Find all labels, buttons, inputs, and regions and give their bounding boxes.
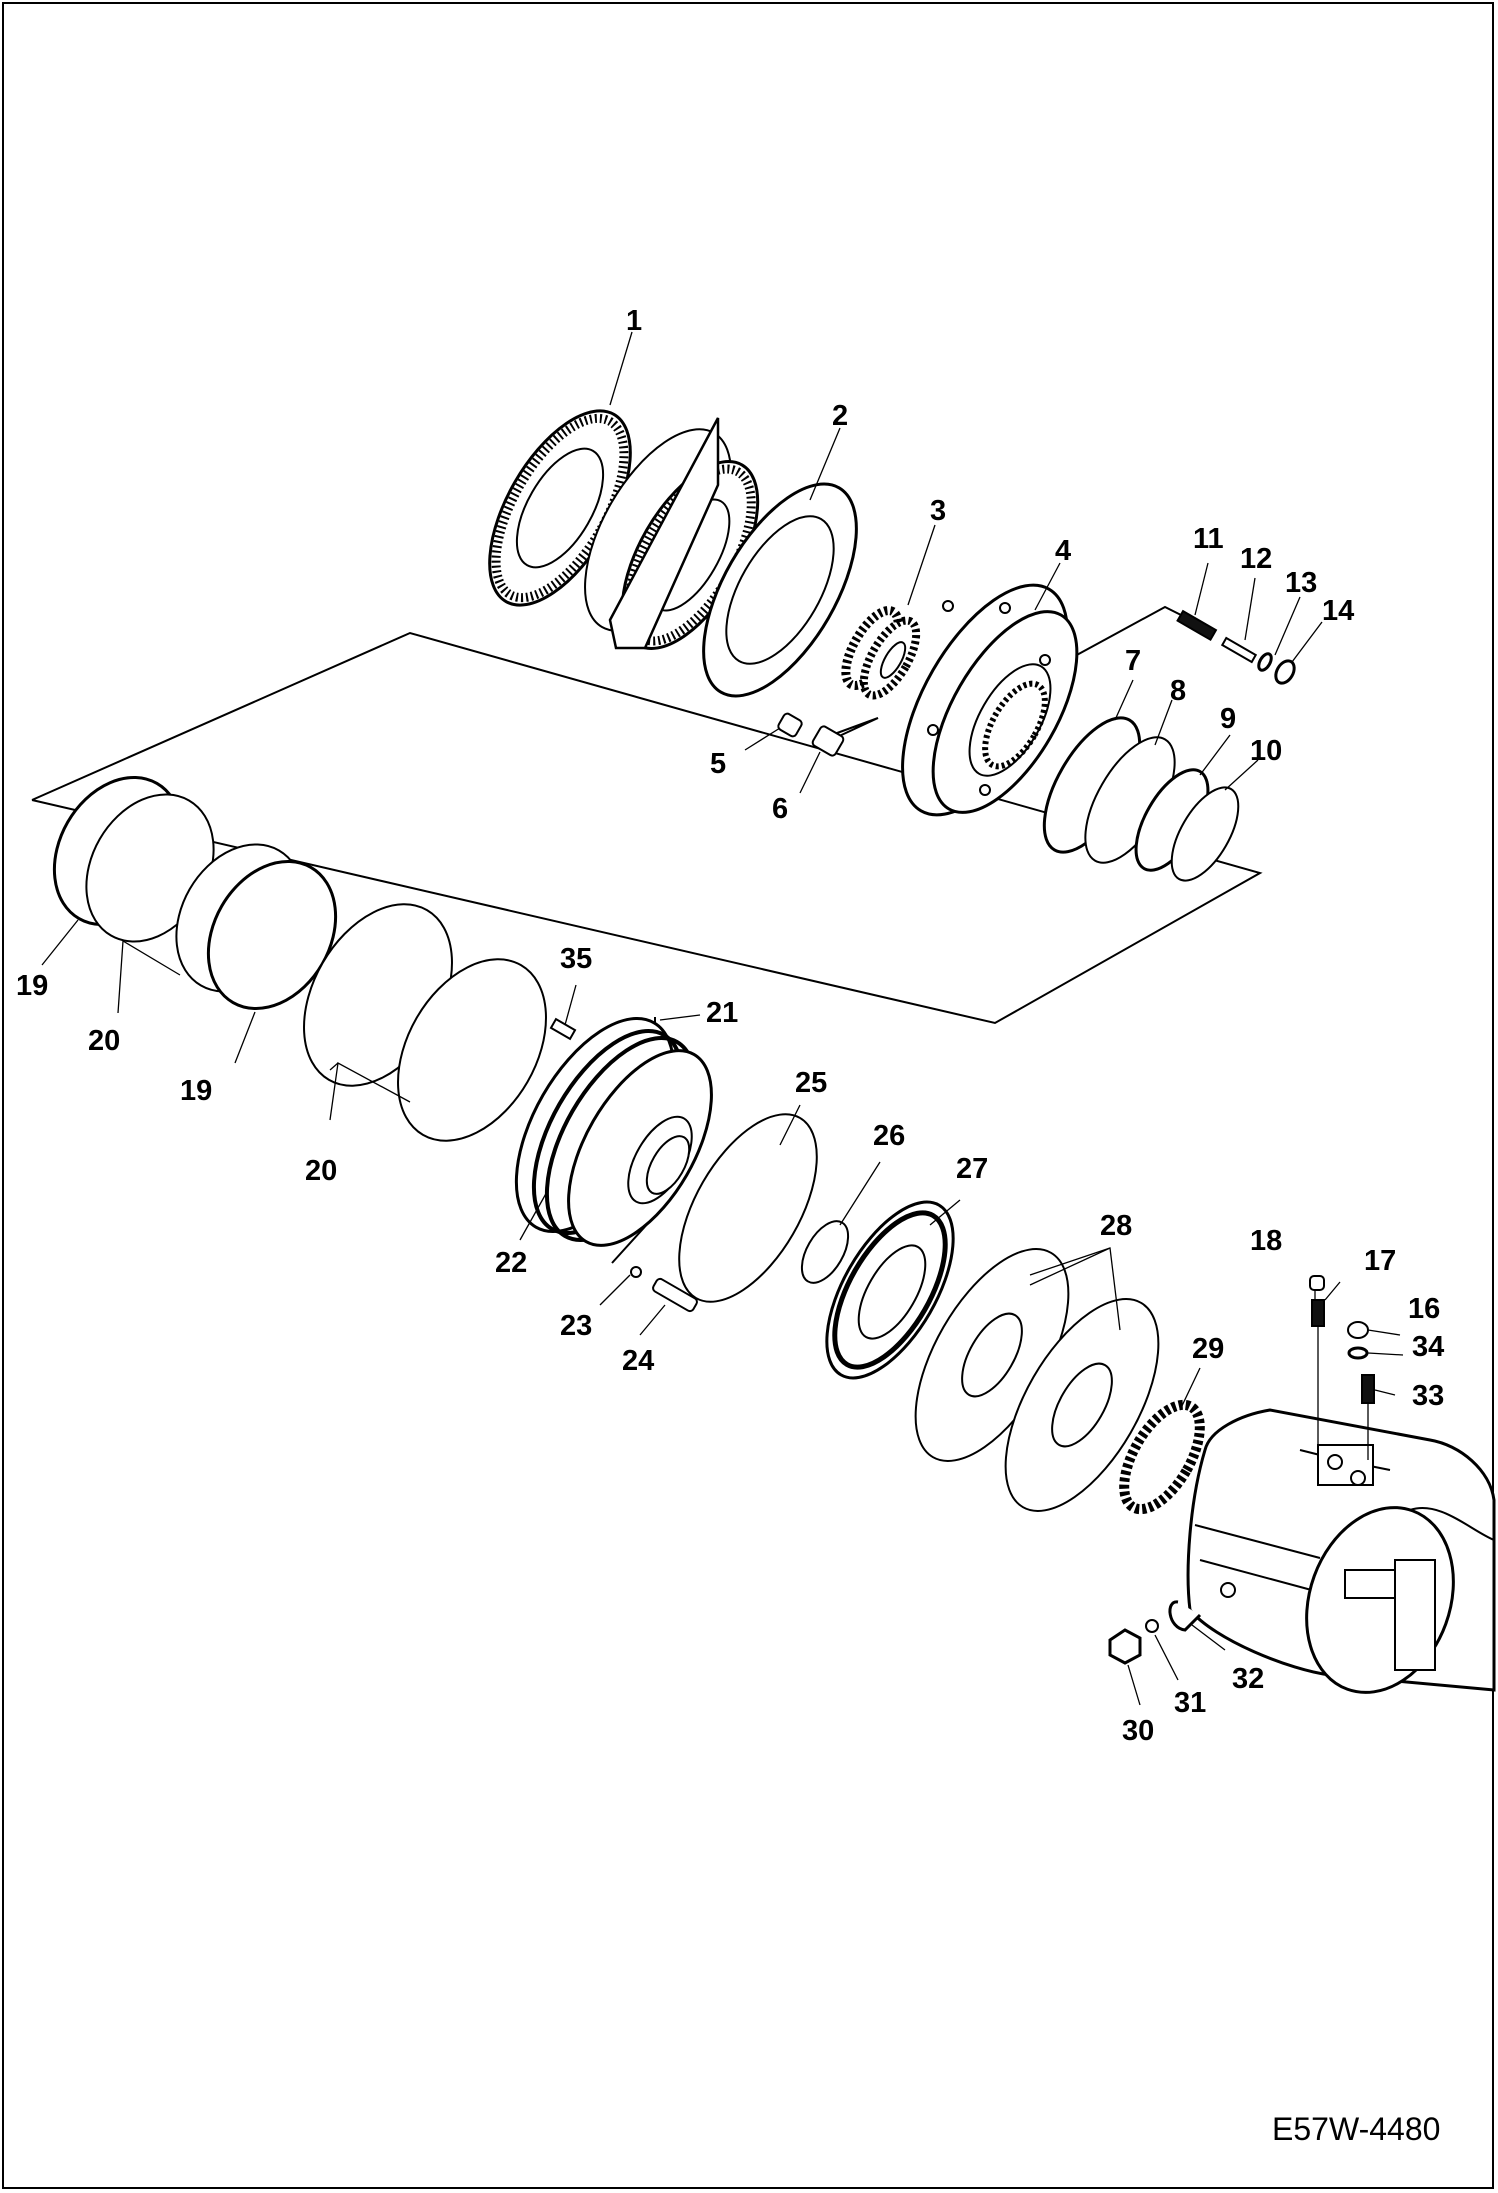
- disc-spring-b: [1004, 1298, 1160, 1512]
- callout-12: 12: [1240, 543, 1272, 575]
- adjusting-bolt: [1220, 636, 1258, 664]
- cap-18: [1309, 1275, 1325, 1291]
- plug-16: [1347, 1321, 1369, 1339]
- leader-lines: [41, 331, 1404, 1706]
- seal-ring-34: [1347, 1346, 1369, 1360]
- callout-10: 10: [1250, 735, 1282, 767]
- callout-19b: 19: [180, 1075, 212, 1107]
- callout-26: 26: [873, 1120, 905, 1152]
- callout-14: 14: [1322, 595, 1354, 627]
- separator-plate: [584, 417, 760, 650]
- clip-32: [1168, 1600, 1202, 1632]
- sun-gear: [841, 606, 921, 700]
- orifice-bushing: [811, 725, 845, 757]
- callout-5: 5: [710, 748, 726, 780]
- callout-labels: 1 2 3 4 5 6 7 8 9 10 11 12 13 14 16 17 1…: [16, 305, 1444, 1747]
- callout-17: 17: [1364, 1245, 1396, 1277]
- bleeder-screw-17: [1311, 1299, 1325, 1327]
- callout-33: 33: [1412, 1380, 1444, 1412]
- piston-housing: [901, 583, 1079, 817]
- callout-16: 16: [1408, 1293, 1440, 1325]
- callout-20a: 20: [88, 1025, 120, 1057]
- o-ring-10: [1170, 786, 1240, 882]
- callout-6: 6: [772, 793, 788, 825]
- drawing-code: E57W-4480: [1272, 2111, 1440, 2147]
- callout-19a: 19: [16, 970, 48, 1002]
- pin-bracket: [817, 717, 879, 741]
- callout-13: 13: [1285, 567, 1317, 599]
- callout-21: 21: [706, 997, 738, 1029]
- screw-33: [1361, 1374, 1375, 1404]
- callout-11: 11: [1193, 523, 1224, 555]
- callout-28: 28: [1100, 1210, 1132, 1242]
- callout-27: 27: [956, 1153, 988, 1185]
- upper-assembly-bracket: [31, 631, 1263, 1025]
- callout-22: 22: [495, 1247, 527, 1279]
- o-ring-25: [678, 1113, 818, 1303]
- nut: [1274, 659, 1296, 685]
- brake-piston: [514, 1016, 713, 1247]
- stud: [1176, 609, 1218, 642]
- callout-1: 1: [626, 305, 642, 337]
- pressure-plate: [702, 482, 858, 698]
- seal-ring-31: [1145, 1619, 1159, 1633]
- seal-ring-large-b: [397, 958, 547, 1142]
- callout-9: 9: [1220, 703, 1236, 735]
- callout-20b: 20: [305, 1155, 337, 1187]
- dowel-35: [549, 1017, 577, 1041]
- callout-18: 18: [1250, 1225, 1282, 1257]
- callout-3: 3: [930, 495, 946, 527]
- callout-24: 24: [622, 1345, 654, 1377]
- axle-housing: [1186, 1408, 1496, 1694]
- callout-7: 7: [1125, 645, 1141, 677]
- pin-24: [652, 1277, 698, 1313]
- washer: [1257, 652, 1273, 672]
- callout-23: 23: [560, 1310, 592, 1342]
- callout-30: 30: [1122, 1715, 1154, 1747]
- ball-23: [630, 1266, 642, 1278]
- piston-seal-carrier: [825, 1200, 955, 1380]
- callout-32: 32: [1232, 1663, 1264, 1695]
- callout-34: 34: [1412, 1331, 1444, 1363]
- callout-8: 8: [1170, 675, 1186, 707]
- callout-31: 31: [1174, 1687, 1206, 1719]
- callout-4: 4: [1055, 535, 1071, 567]
- callout-35: 35: [560, 943, 592, 975]
- lock-ring: [1119, 1399, 1205, 1515]
- callout-29: 29: [1192, 1333, 1224, 1365]
- callout-2: 2: [832, 400, 848, 432]
- drain-plug-30: [1108, 1628, 1142, 1665]
- callout-25: 25: [795, 1067, 827, 1099]
- plug: [777, 712, 803, 738]
